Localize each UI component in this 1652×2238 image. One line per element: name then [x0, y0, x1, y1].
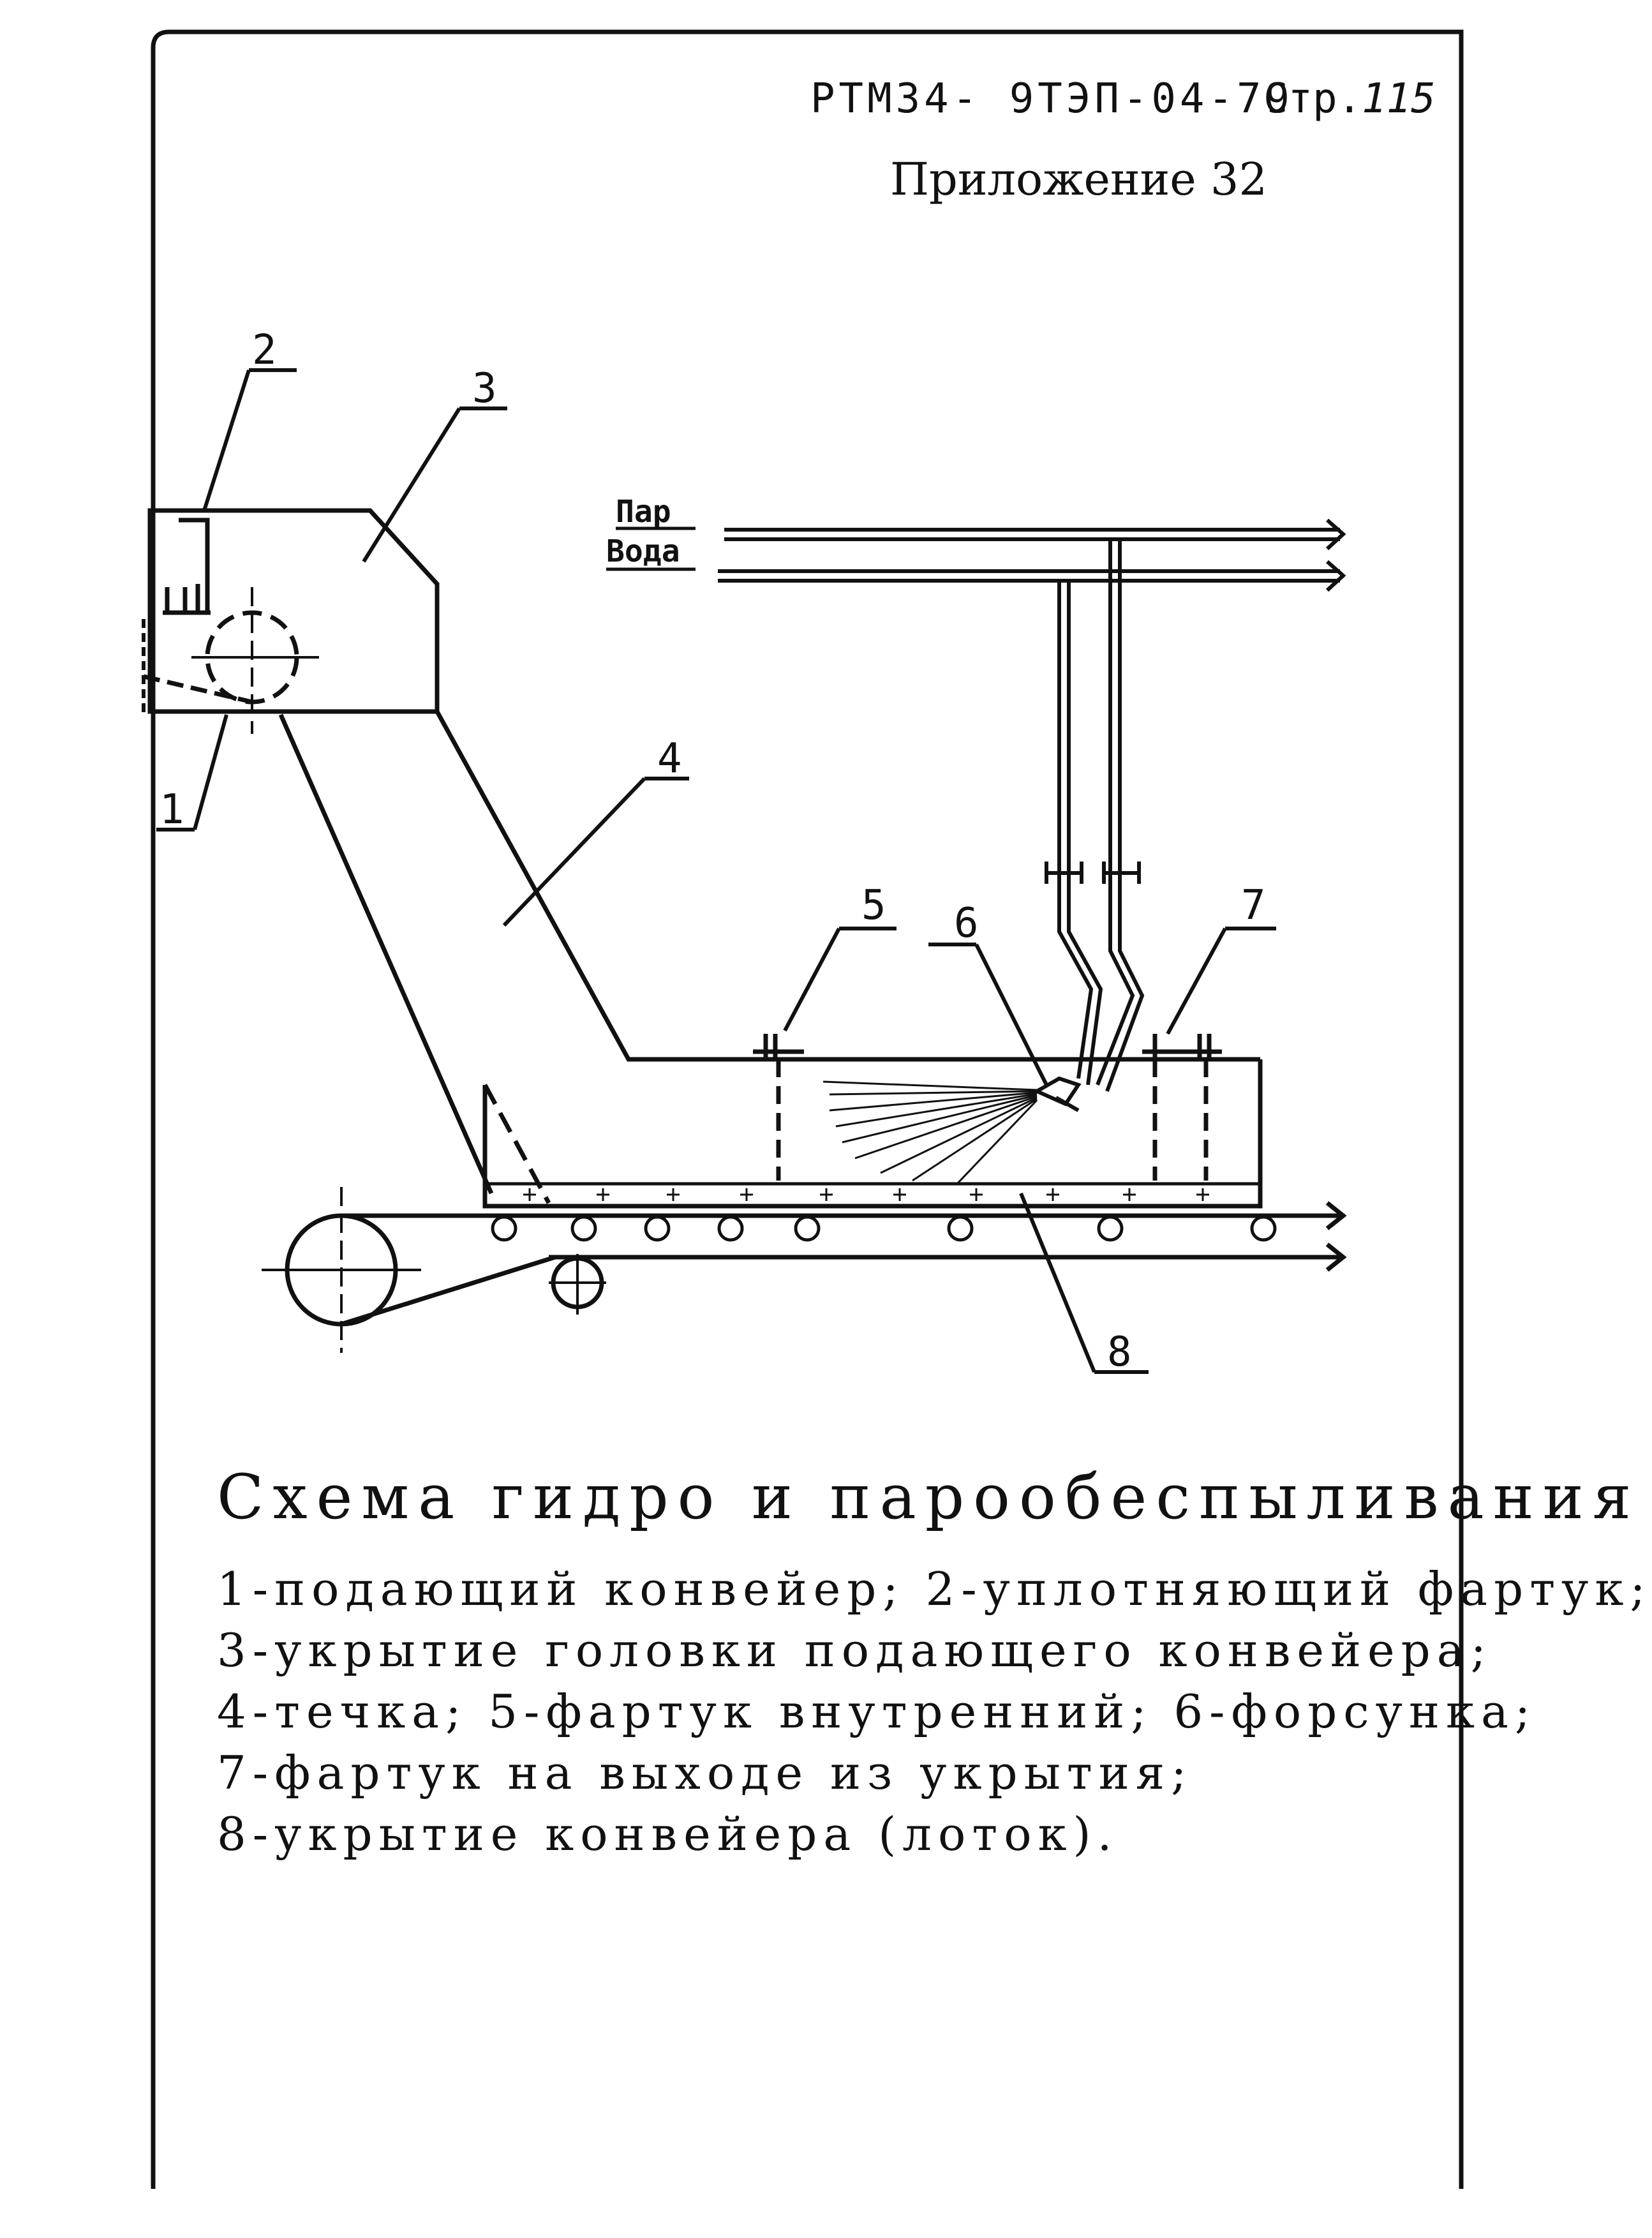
- legend-line: 8-укрытие конвейера (лоток).: [217, 1807, 1119, 1861]
- leader-lines: [156, 368, 1276, 1374]
- callout-3: 3: [472, 365, 497, 412]
- callout-2: 2: [252, 327, 277, 374]
- caption-title: Схема гидро и парообеспыливания: [217, 1461, 1641, 1533]
- bolt-marks: [523, 1188, 1209, 1201]
- schematic-drawing: 2 3 1 4 5 6 7 8 Пар Вода: [142, 29, 1464, 2189]
- spray-nozzle: [1032, 1076, 1082, 1112]
- page-label: Стр.115: [1263, 75, 1436, 123]
- callout-7: 7: [1241, 882, 1266, 929]
- callout-4: 4: [657, 735, 682, 782]
- legend-line: 1-подающий конвейер; 2-уплотняющий фарту…: [217, 1562, 1652, 1616]
- steam-label: Пар: [616, 494, 671, 530]
- idler-rollers: [491, 1215, 1277, 1242]
- pipework: [718, 518, 1346, 1093]
- page-prefix: Стр.: [1263, 75, 1362, 123]
- legend-line: 4-течка; 5-фартук внутренний; 6-форсунка…: [217, 1685, 1537, 1738]
- water-label: Вода: [606, 533, 680, 569]
- callout-5: 5: [861, 882, 886, 929]
- caption-block: Схема гидро и парообеспыливания 1-подающ…: [217, 1461, 1652, 1865]
- page-frame: [151, 29, 1464, 2189]
- callout-1: 1: [160, 786, 184, 833]
- head-housing: [142, 508, 440, 734]
- document-code: РТМ34- 9ТЭП-04-79: [810, 75, 1294, 123]
- callout-6: 6: [954, 900, 979, 947]
- legend-line: 3-укрытие головки подающего конвейера;: [217, 1623, 1492, 1677]
- conveyor-cover: [482, 1034, 1263, 1209]
- legend-line: 7-фартук на выходе из укрытия;: [217, 1746, 1193, 1800]
- callout-8: 8: [1107, 1329, 1132, 1376]
- page-number: 115: [1362, 75, 1436, 123]
- appendix-title: Приложение 32: [890, 153, 1268, 205]
- feed-conveyor: [262, 1187, 1347, 1353]
- spray-cone: [822, 1080, 1038, 1185]
